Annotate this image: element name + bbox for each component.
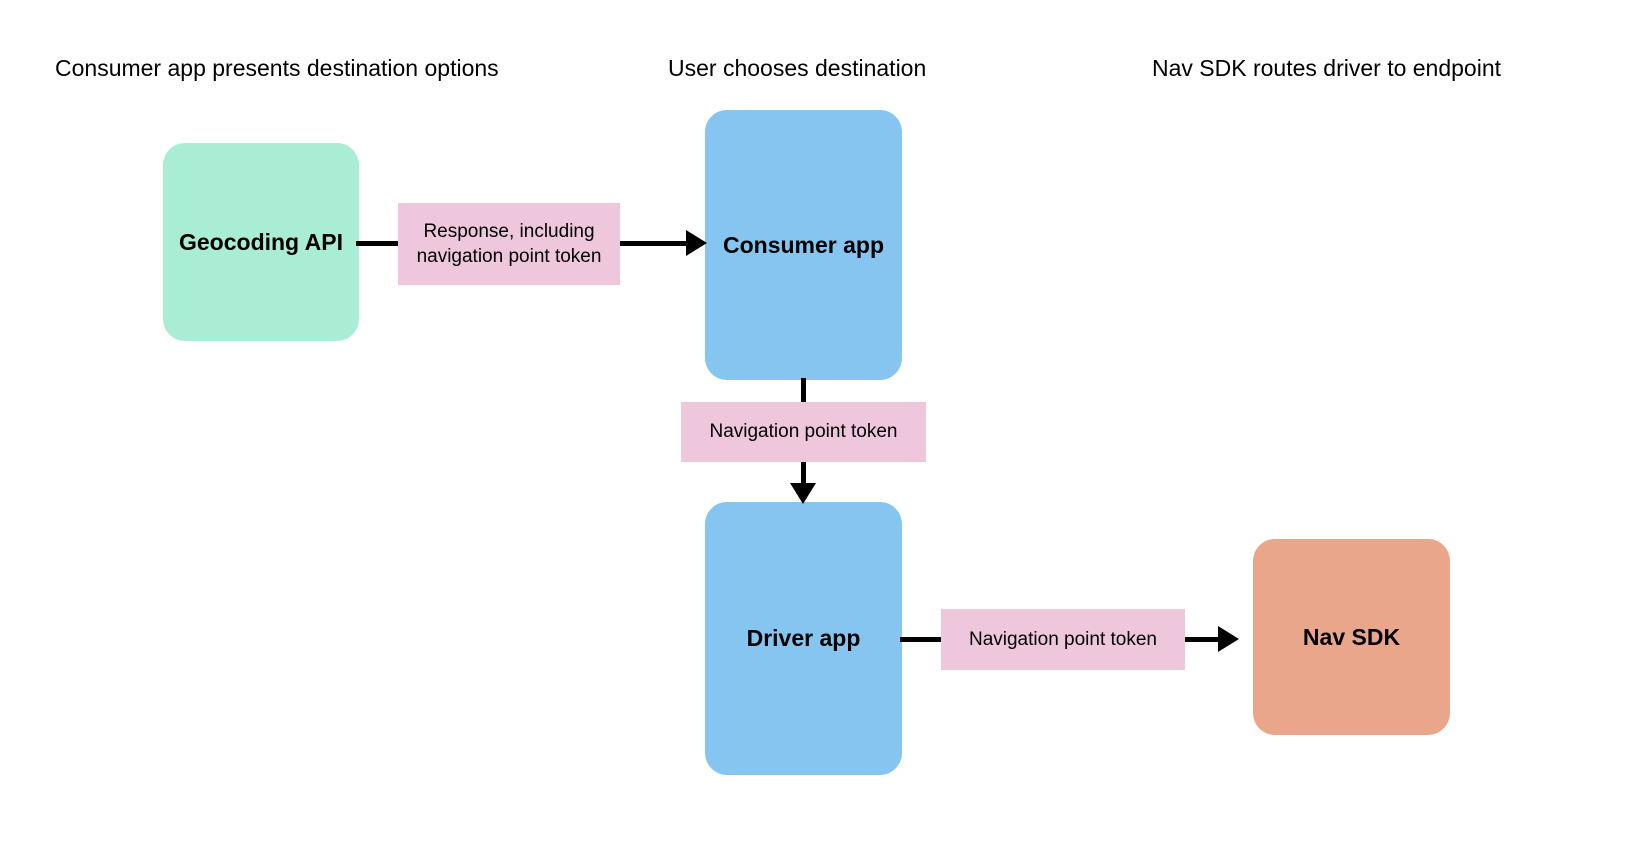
node-geocoding-api[interactable]: Geocoding API <box>163 143 359 341</box>
node-consumer-app-label: Consumer app <box>722 231 885 258</box>
edge-label-nav-token-consumer-driver-text: Navigation point token <box>709 421 898 443</box>
edge-label-nav-token-driver-navsdk: Navigation point token <box>941 609 1185 670</box>
edge-label-nav-token-driver-navsdk-text: Navigation point token <box>968 628 1157 650</box>
arrowhead-down-icon <box>790 483 816 504</box>
edge-label-response-token-text: Response, including navigation point tok… <box>416 220 602 267</box>
node-consumer-app[interactable]: Consumer app <box>705 110 902 380</box>
arrowhead-right-icon <box>686 230 707 256</box>
connector-geocoding-to-label <box>356 241 402 246</box>
connector-label-to-consumer <box>617 241 689 246</box>
connector-driver-to-label <box>900 637 945 642</box>
node-driver-app[interactable]: Driver app <box>705 502 902 775</box>
edge-label-nav-token-consumer-driver: Navigation point token <box>681 402 926 462</box>
connector-label-to-navsdk <box>1182 637 1220 642</box>
connector-label-to-driver <box>801 459 806 489</box>
node-driver-app-label: Driver app <box>746 625 861 652</box>
column-header-nav-routes: Nav SDK routes driver to endpoint <box>1152 55 1502 81</box>
node-nav-sdk-label: Nav SDK <box>1302 623 1401 650</box>
edge-label-response-token: Response, including navigation point tok… <box>398 203 620 285</box>
node-nav-sdk[interactable]: Nav SDK <box>1253 539 1450 735</box>
arrowhead-right-icon <box>1218 626 1239 652</box>
column-header-consumer-options: Consumer app presents destination option… <box>55 55 499 81</box>
connector-consumer-to-label <box>801 378 806 406</box>
column-header-user-chooses: User chooses destination <box>668 55 927 81</box>
node-geocoding-api-label: Geocoding API <box>179 228 343 255</box>
